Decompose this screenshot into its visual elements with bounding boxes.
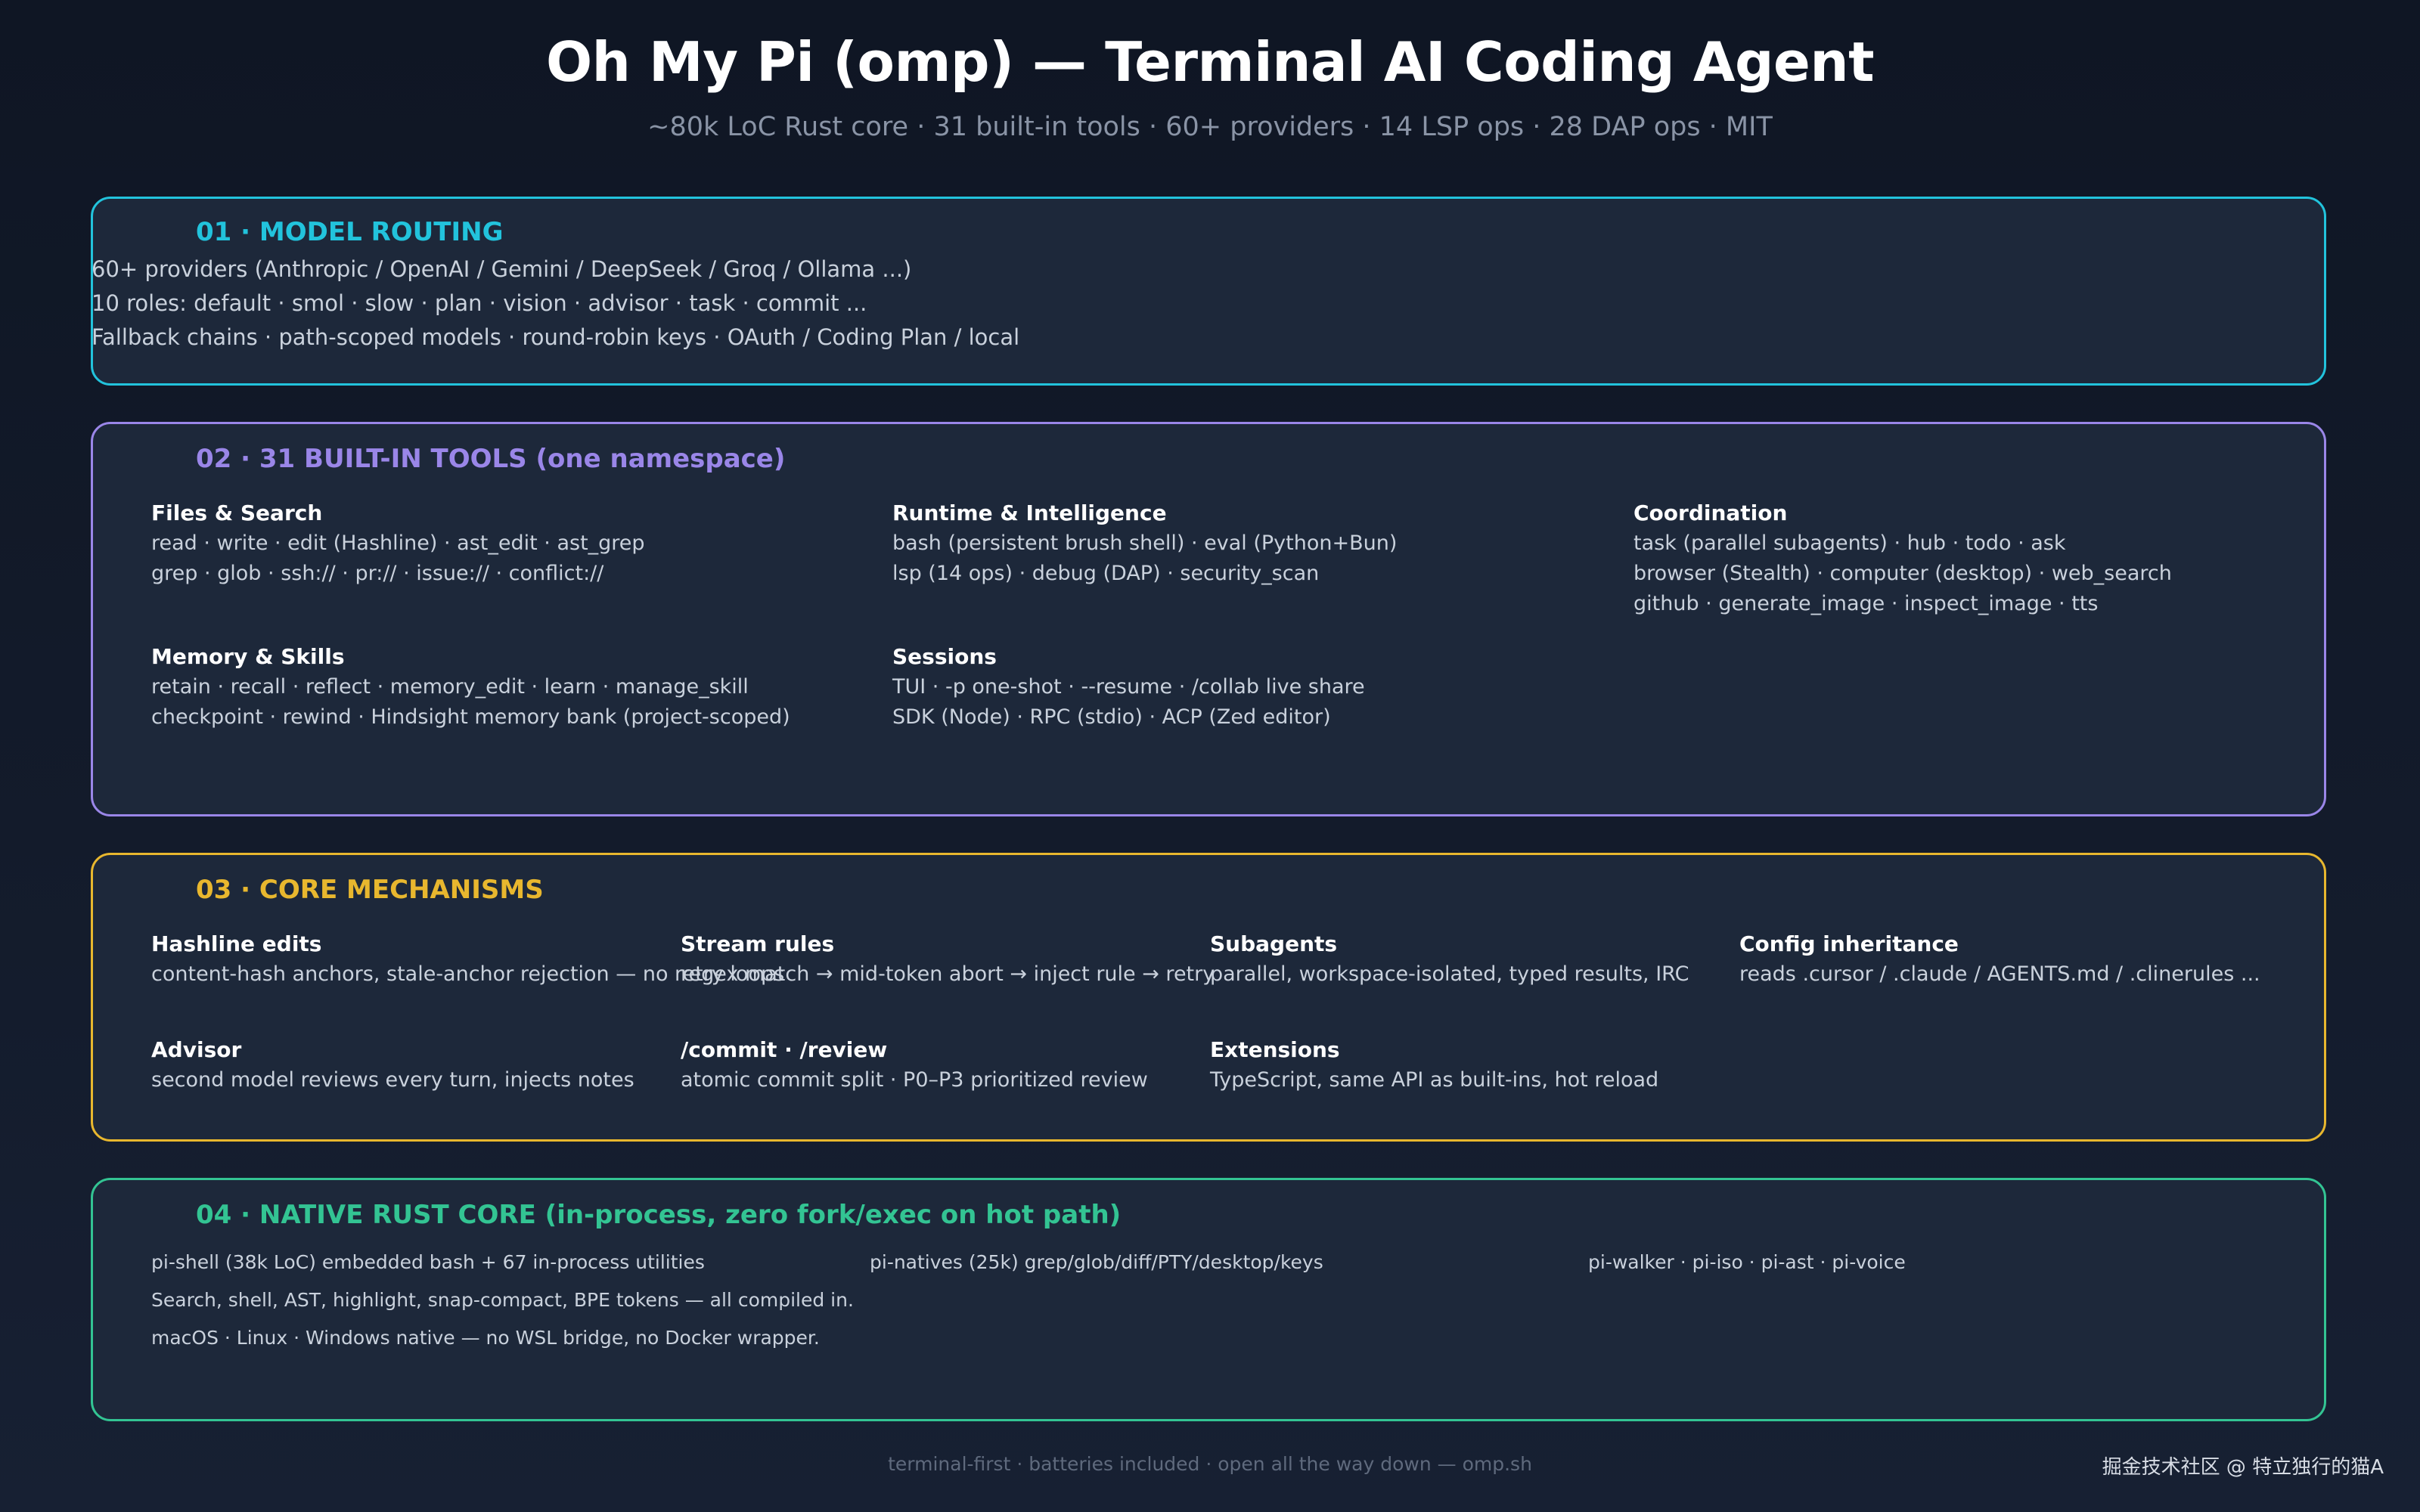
routing-line: 60+ providers (Anthropic / OpenAI / Gemi… xyxy=(92,256,912,282)
mechanism-commit-review: /commit · /review atomic commit split · … xyxy=(681,1035,1148,1095)
tool-group-line: bash (persistent brush shell) · eval (Py… xyxy=(892,531,1398,555)
model-routing-title: 01 · MODEL ROUTING xyxy=(196,217,504,247)
tool-group-line: checkpoint · rewind · Hindsight memory b… xyxy=(151,705,790,729)
tool-group-line: retain · recall · reflect · memory_edit … xyxy=(151,675,749,699)
tool-group-heading: Memory & Skills xyxy=(151,644,345,669)
tool-group-line: browser (Stealth) · computer (desktop) ·… xyxy=(1634,562,2172,585)
mechanism-text: regex match → mid-token abort → inject r… xyxy=(681,962,1215,986)
page-subtitle: ~80k LoC Rust core · 31 built-in tools ·… xyxy=(647,112,1773,142)
mechanism-text: atomic commit split · P0–P3 prioritized … xyxy=(681,1068,1148,1092)
mechanism-heading: Config inheritance xyxy=(1739,931,1959,956)
mechanism-heading: /commit · /review xyxy=(681,1037,888,1062)
routing-line: 10 roles: default · smol · slow · plan ·… xyxy=(92,290,867,316)
mechanism-stream-rules: Stream rules regex match → mid-token abo… xyxy=(681,929,1215,990)
footer-tagline: terminal-first · batteries included · op… xyxy=(888,1453,1532,1475)
mechanism-advisor: Advisor second model reviews every turn,… xyxy=(151,1035,634,1095)
mechanism-text: parallel, workspace-isolated, typed resu… xyxy=(1210,962,1689,986)
native-rust-core-title: 04 · NATIVE RUST CORE (in-process, zero … xyxy=(196,1200,1122,1230)
mechanism-heading: Extensions xyxy=(1210,1037,1340,1062)
rust-line: pi-shell (38k LoC) embedded bash + 67 in… xyxy=(151,1251,705,1273)
rust-line: Search, shell, AST, highlight, snap-comp… xyxy=(151,1289,854,1311)
mechanism-heading: Advisor xyxy=(151,1037,242,1062)
tool-group-runtime-intelligence: Runtime & Intelligence bash (persistent … xyxy=(892,498,1397,589)
rust-line: macOS · Linux · Windows native — no WSL … xyxy=(151,1327,820,1349)
routing-line: Fallback chains · path-scoped models · r… xyxy=(92,324,1020,350)
tool-group-line: grep · glob · ssh:// · pr:// · issue:// … xyxy=(151,562,604,585)
mechanism-text: content-hash anchors, stale-anchor rejec… xyxy=(151,962,785,986)
built-in-tools-title: 02 · 31 BUILT-IN TOOLS (one namespace) xyxy=(196,444,786,474)
mechanism-text: second model reviews every turn, injects… xyxy=(151,1068,634,1092)
core-mechanisms-title: 03 · CORE MECHANISMS xyxy=(196,875,544,905)
core-mechanisms-panel: 03 · CORE MECHANISMS Hashline edits cont… xyxy=(91,853,2326,1142)
tool-group-coordination: Coordination task (parallel subagents) ·… xyxy=(1634,498,2172,619)
mechanism-extensions: Extensions TypeScript, same API as built… xyxy=(1210,1035,1658,1095)
tool-group-sessions: Sessions TUI · -p one-shot · --resume · … xyxy=(892,642,1365,733)
tool-group-files-search: Files & Search read · write · edit (Hash… xyxy=(151,498,645,589)
mechanism-config-inheritance: Config inheritance reads .cursor / .clau… xyxy=(1739,929,2260,990)
mechanism-heading: Subagents xyxy=(1210,931,1338,956)
page-title: Oh My Pi (omp) — Terminal AI Coding Agen… xyxy=(545,30,1875,94)
rust-line: pi-natives (25k) grep/glob/diff/PTY/desk… xyxy=(870,1251,1323,1273)
tool-group-line: SDK (Node) · RPC (stdio) · ACP (Zed edit… xyxy=(892,705,1331,729)
mechanism-heading: Hashline edits xyxy=(151,931,322,956)
tool-group-line: lsp (14 ops) · debug (DAP) · security_sc… xyxy=(892,562,1320,585)
tool-group-heading: Sessions xyxy=(892,644,997,669)
rust-line: pi-walker · pi-iso · pi-ast · pi-voice xyxy=(1588,1251,1906,1273)
tool-group-heading: Coordination xyxy=(1634,500,1788,525)
tool-group-heading: Runtime & Intelligence xyxy=(892,500,1167,525)
tool-group-line: TUI · -p one-shot · --resume · /collab l… xyxy=(892,675,1365,699)
mechanism-hashline-edits: Hashline edits content-hash anchors, sta… xyxy=(151,929,784,990)
tool-group-heading: Files & Search xyxy=(151,500,323,525)
tool-group-line: task (parallel subagents) · hub · todo ·… xyxy=(1634,531,2066,555)
watermark: 掘金技术社区 @ 特立独行的猫A xyxy=(2102,1456,2384,1479)
model-routing-panel: 01 · MODEL ROUTING 60+ providers (Anthro… xyxy=(91,197,2326,386)
mechanism-text: TypeScript, same API as built-ins, hot r… xyxy=(1210,1068,1659,1092)
mechanism-text: reads .cursor / .claude / AGENTS.md / .c… xyxy=(1739,962,2260,986)
mechanism-subagents: Subagents parallel, workspace-isolated, … xyxy=(1210,929,1689,990)
tool-group-line: github · generate_image · inspect_image … xyxy=(1634,592,2099,615)
tool-group-line: read · write · edit (Hashline) · ast_edi… xyxy=(151,531,645,555)
mechanism-heading: Stream rules xyxy=(681,931,835,956)
built-in-tools-panel: 02 · 31 BUILT-IN TOOLS (one namespace) F… xyxy=(91,422,2326,816)
native-rust-core-panel: 04 · NATIVE RUST CORE (in-process, zero … xyxy=(91,1178,2326,1421)
tool-group-memory-skills: Memory & Skills retain · recall · reflec… xyxy=(151,642,790,733)
